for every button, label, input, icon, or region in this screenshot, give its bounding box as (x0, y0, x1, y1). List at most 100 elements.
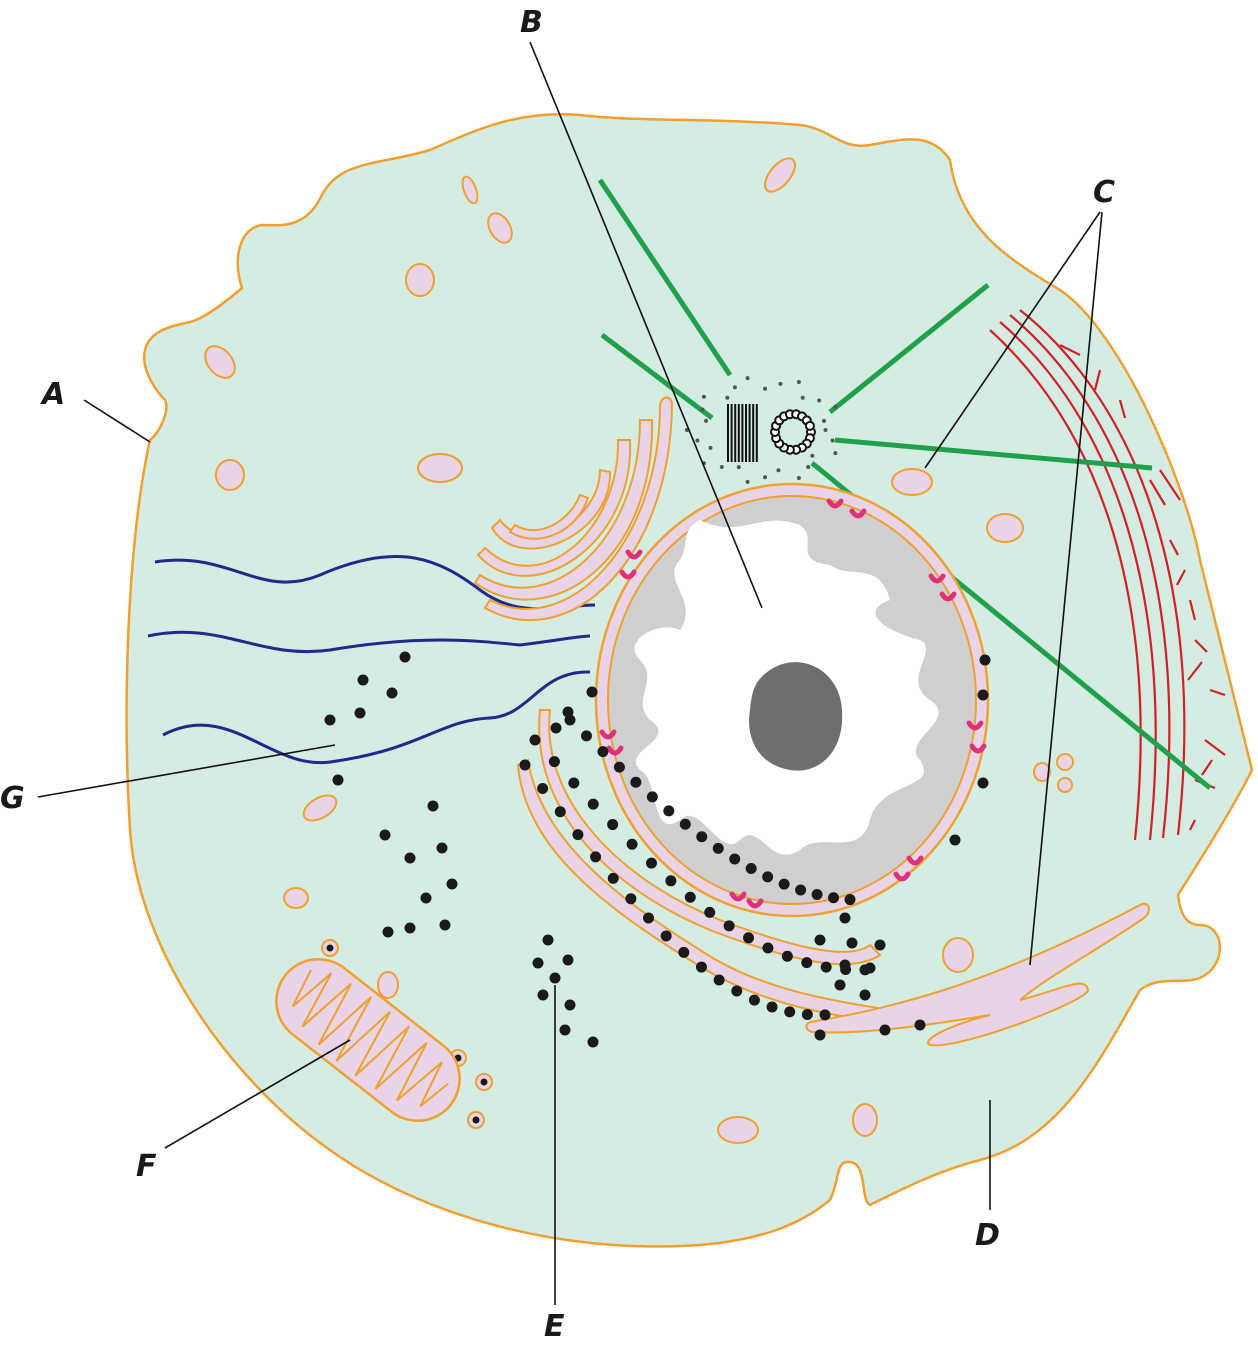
ribosome (549, 972, 561, 984)
ribosome (879, 1024, 891, 1036)
ribosome (382, 926, 394, 938)
ribosome (630, 776, 642, 788)
ribosome (844, 894, 856, 906)
centriole-tubule (804, 420, 815, 431)
label-f: F (136, 1149, 157, 1184)
vesicle (717, 1116, 759, 1144)
nuclear-pore (599, 729, 617, 740)
pericentriolar-dot (701, 394, 706, 399)
label-a: A (40, 377, 65, 412)
ribosome (814, 934, 826, 946)
ribosome (542, 934, 554, 946)
pericentriolar-dot (821, 418, 826, 423)
golgi-apparatus (473, 396, 674, 621)
ribosome (562, 954, 574, 966)
vesicle (986, 513, 1024, 543)
ribosome (436, 842, 448, 854)
ribosome (684, 891, 696, 903)
ribosome (587, 798, 599, 810)
ribosome (645, 857, 657, 869)
ribosome (607, 819, 619, 831)
ribosome (537, 989, 549, 1001)
ribosome (427, 800, 439, 812)
ribosome (519, 759, 531, 771)
pericentriolar-dot (810, 453, 815, 458)
pericentriolar-dot (833, 404, 838, 409)
pericentriolar-dot (778, 381, 783, 386)
ribosome (811, 889, 823, 901)
ribosome (778, 878, 790, 890)
vesicle (417, 453, 463, 483)
pericentriolar-dot (833, 451, 838, 456)
nuclear-pore (893, 871, 911, 882)
ribosome (679, 818, 691, 830)
vesicle (942, 937, 974, 973)
ribosome (572, 829, 584, 841)
label-e: E (544, 1309, 565, 1344)
ribosome (712, 842, 724, 854)
ribosome (532, 957, 544, 969)
ribosome (704, 906, 716, 918)
pericentriolar-dot (719, 464, 724, 469)
ribosome (550, 722, 562, 734)
leader-lines (37, 41, 1103, 1305)
pericentriolar-dot (763, 475, 767, 480)
ribosome (404, 922, 416, 934)
ribosome (820, 961, 832, 973)
ribosome (564, 714, 576, 726)
pericentriolar-dot (806, 464, 811, 469)
pericentriolar-dot (763, 386, 767, 391)
vesicle (302, 794, 338, 822)
centrosome (684, 376, 838, 484)
pericentriolar-dot (695, 438, 700, 443)
ribosome (814, 1029, 826, 1041)
pericentriolar-dot (704, 418, 709, 423)
ribosome (874, 939, 886, 951)
ribosome (745, 863, 757, 875)
vesicle (1033, 762, 1051, 782)
ribosome (548, 756, 560, 768)
ribosome (819, 1009, 831, 1021)
ribosome (379, 829, 391, 841)
vesicle (461, 175, 479, 205)
ribosome (626, 838, 638, 850)
ribosome (678, 946, 690, 958)
ribosome (784, 1006, 796, 1018)
ribosome (977, 689, 989, 701)
ribosome (326, 944, 334, 952)
ribosome (559, 1024, 571, 1036)
ribosome (977, 777, 989, 789)
nuclear-pore (939, 591, 957, 602)
pericentriolar-dot (700, 407, 705, 412)
ribosome (472, 1116, 480, 1124)
ribosome (613, 761, 625, 773)
ribosome (762, 871, 774, 883)
label-b: B (520, 5, 543, 40)
ribosome (949, 834, 961, 846)
vesicle (1057, 777, 1073, 793)
vesicle (891, 468, 933, 496)
ribosome (564, 999, 576, 1011)
ribosome (859, 964, 871, 976)
ribosome (828, 892, 840, 904)
nuclear-pore (606, 745, 624, 756)
pericentriolar-dot (745, 376, 750, 381)
ribosome (399, 651, 411, 663)
ribosome (480, 1078, 488, 1086)
ribosome (762, 942, 774, 954)
ribosome (590, 851, 602, 863)
vesicle (204, 345, 236, 379)
mitochondrion (275, 957, 461, 1123)
pericentriolar-dot (800, 395, 805, 400)
nuclear-pore (746, 898, 764, 909)
ribosome (795, 884, 807, 896)
pericentriolar-dot (725, 395, 730, 400)
ribosome (580, 730, 592, 742)
ribosome (568, 777, 580, 789)
ribosome (587, 1036, 599, 1048)
pericentriolar-dot (708, 445, 713, 450)
vesicle (1056, 753, 1074, 771)
ribosome (439, 919, 451, 931)
nuclear-pore (928, 573, 946, 584)
